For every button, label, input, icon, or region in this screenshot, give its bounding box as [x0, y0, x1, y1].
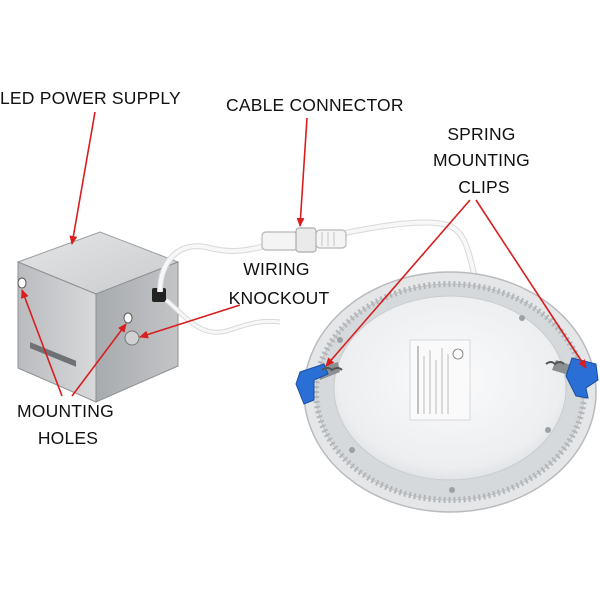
label-spring-mounting-clips: SPRING MOUNTING CLIPS	[433, 124, 535, 197]
arrow-mounting-hole-left	[21, 289, 63, 397]
label-led-power-supply: LED POWER SUPPLY	[0, 88, 181, 108]
arrow-mounting-hole-right	[71, 323, 127, 397]
label-wiring-knockout: WIRING KNOCKOUT	[229, 259, 330, 308]
label-mounting: MOUNTING	[433, 150, 530, 170]
label-knockout: KNOCKOUT	[229, 288, 330, 308]
led-downlight-panel	[303, 271, 597, 513]
cable-connector	[261, 227, 347, 253]
label-wiring: WIRING	[243, 259, 309, 279]
label-mounting-line: MOUNTING	[17, 401, 114, 421]
label-spring: SPRING	[447, 124, 515, 144]
arrow-cable-connector	[296, 117, 308, 227]
led-power-supply-box	[16, 231, 180, 403]
spring-clip-right	[545, 357, 599, 399]
product-label	[409, 339, 471, 421]
label-cable-connector: CABLE CONNECTOR	[226, 95, 404, 115]
arrow-spring-clip-right	[475, 199, 587, 369]
annotation-arrows	[21, 111, 587, 397]
arrow-spring-clip-left	[325, 199, 471, 367]
mounting-hole-right	[123, 312, 133, 324]
mounting-hole-left	[17, 277, 27, 289]
label-holes: HOLES	[38, 428, 98, 448]
arrow-wiring-knockout	[139, 304, 241, 339]
label-mounting-holes: MOUNTING HOLES	[17, 401, 119, 448]
spring-clip-left	[295, 362, 343, 405]
arrow-led-power-supply	[69, 111, 96, 245]
wiring-knockout	[124, 330, 140, 346]
label-clips: CLIPS	[458, 177, 510, 197]
